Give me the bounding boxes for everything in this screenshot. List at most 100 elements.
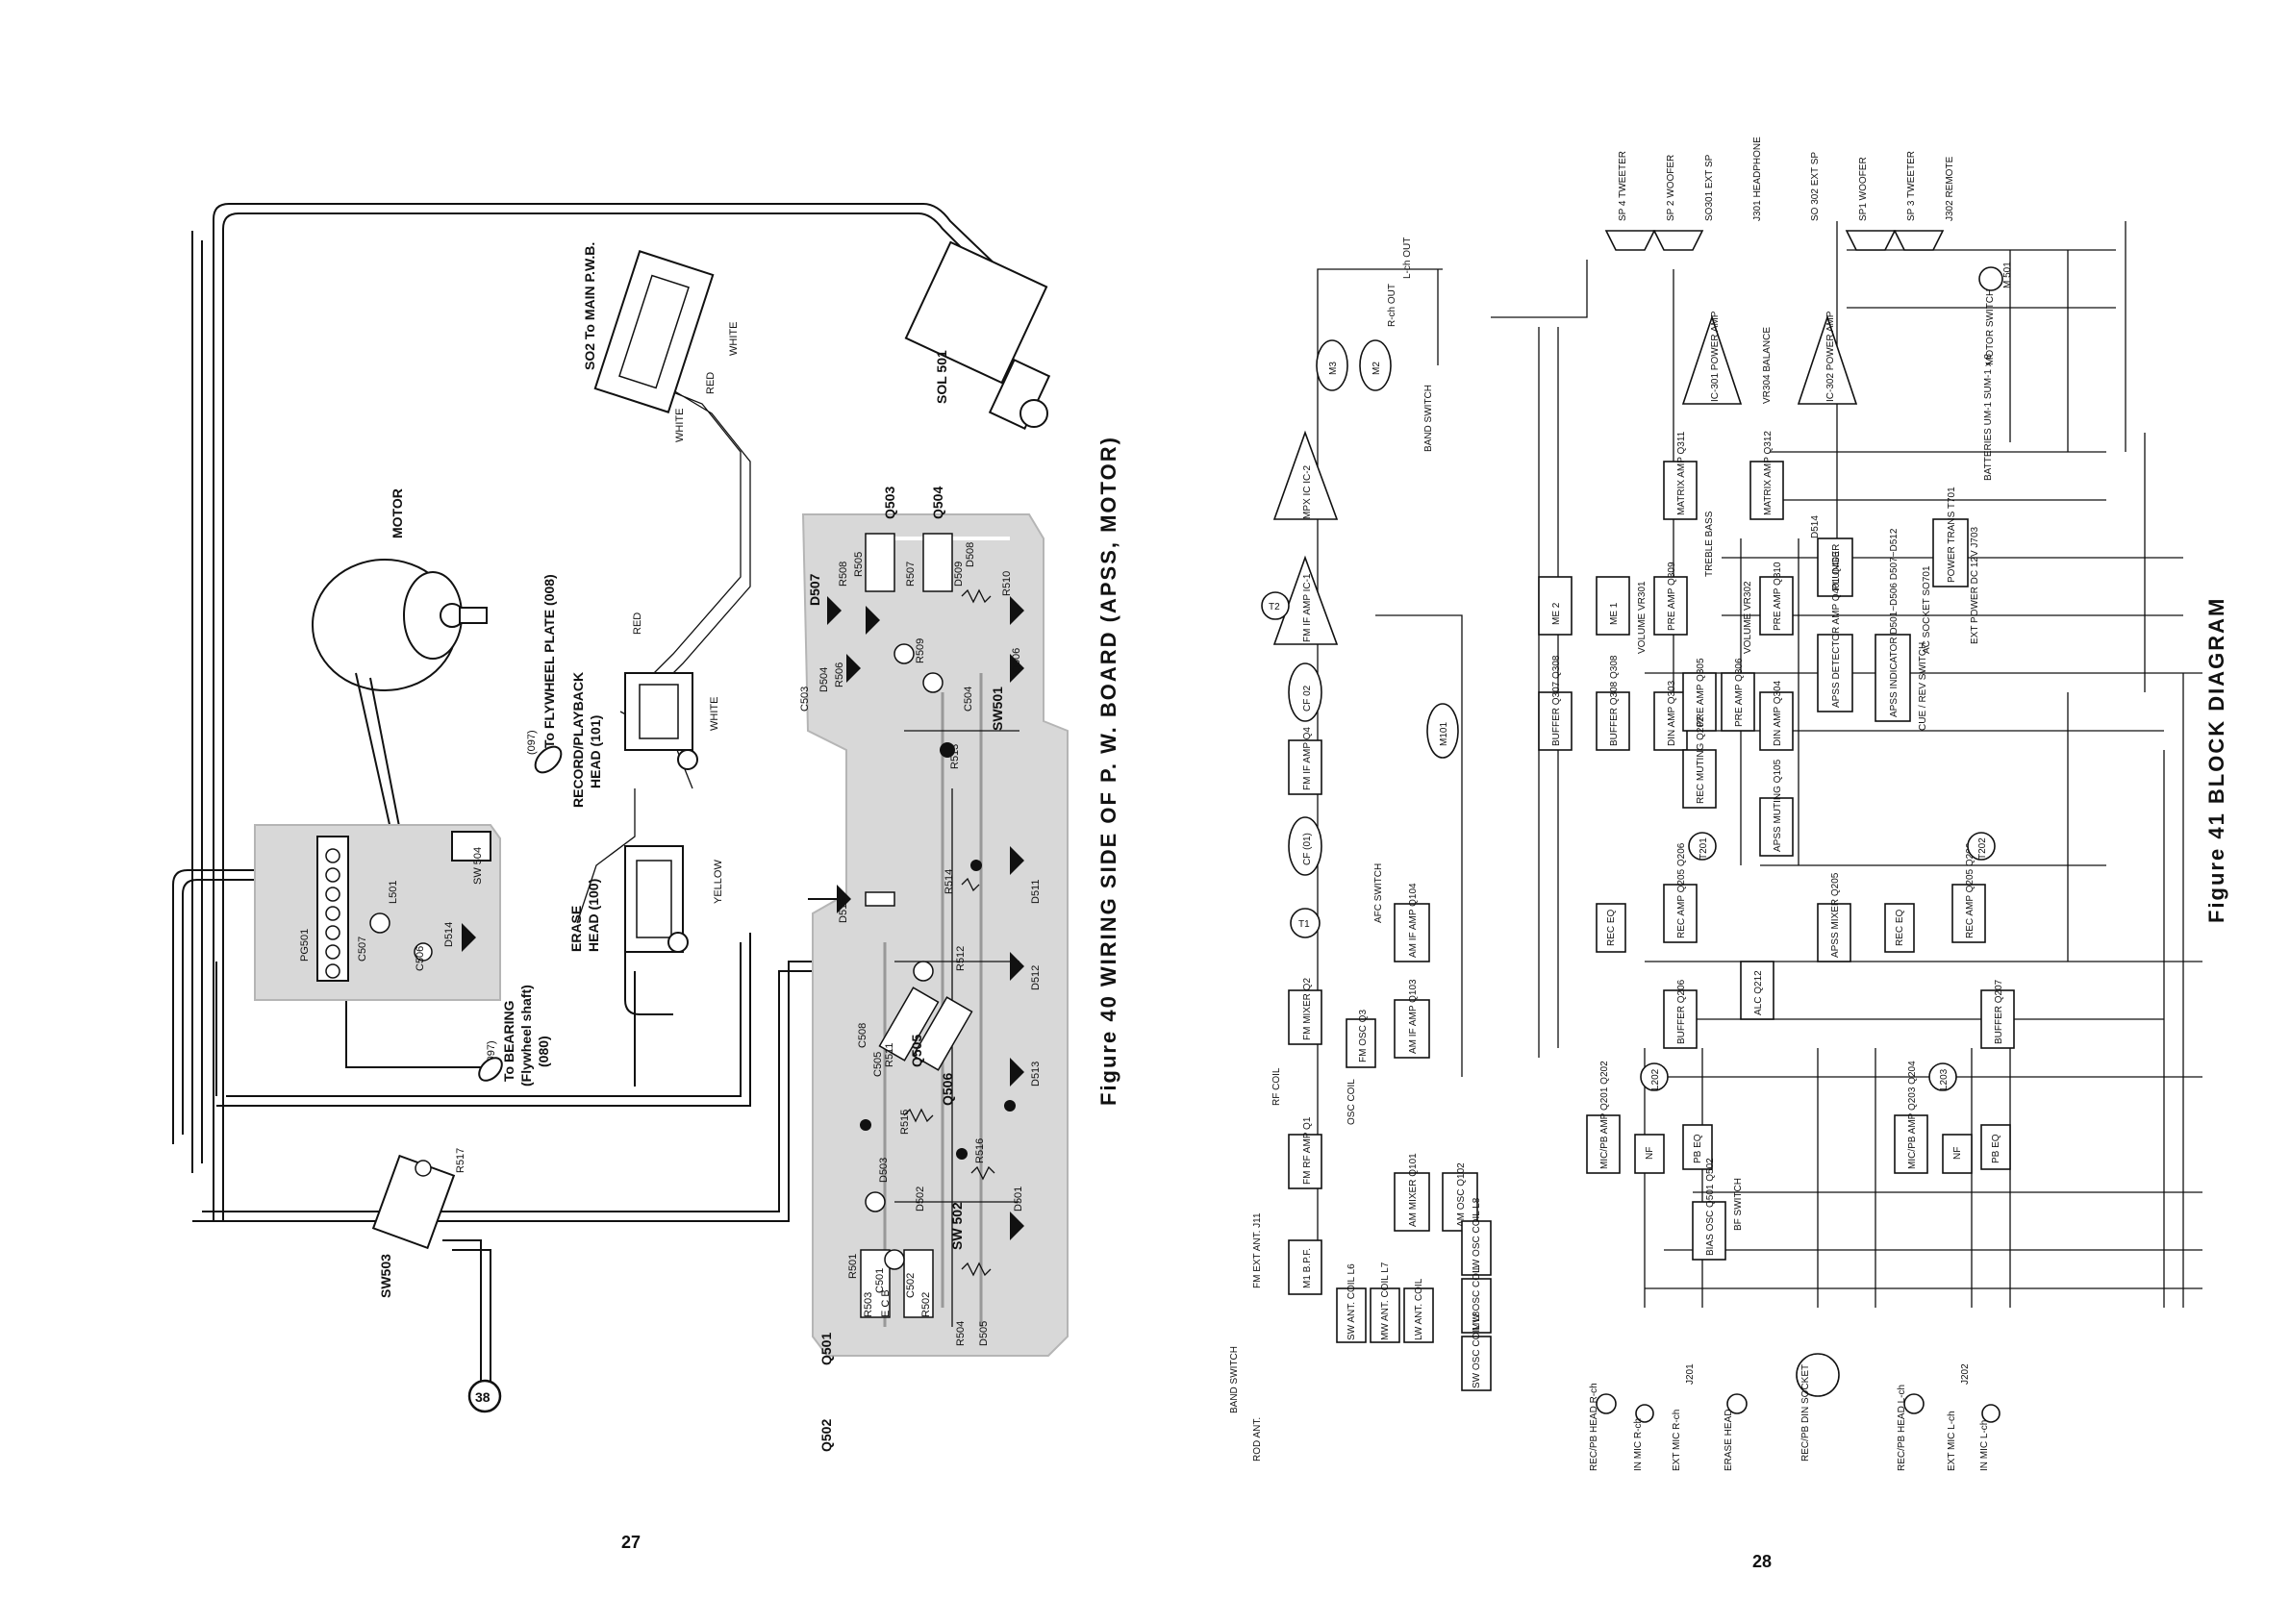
block-rec-eq-l1	[1884, 903, 1915, 953]
r508-label: R508	[838, 562, 849, 587]
block-fm-if-amp-ic1	[1272, 555, 1339, 645]
am-osc-label: AM OSC Q102	[1456, 1162, 1467, 1227]
block-t1	[1290, 908, 1321, 938]
m3-label: M3	[1328, 362, 1339, 375]
right-page: FM RF AMP Q1 FM MIXER Q2 FM OSC Q3 T1 CF…	[1145, 0, 2290, 1619]
so302-ext-sp-label: SO 302 EXT SP	[1810, 152, 1821, 221]
am-if-amp-q104-label: AM IF AMP Q104	[1408, 883, 1419, 958]
block-plunger	[1817, 537, 1853, 597]
wire-yellow-label: YELLOW	[713, 860, 724, 904]
wire-white-label-3: WHITE	[709, 697, 720, 731]
block-m101	[1426, 703, 1459, 759]
block-buffer-1	[1538, 691, 1573, 751]
rec-pb-head-r-label: REC/PB HEAD R-ch	[1589, 1383, 1599, 1471]
motor-label: MOTOR	[390, 488, 405, 538]
volume-r-label: VOLUME VR301	[1637, 581, 1648, 654]
din-amp-q303-label: DIN AMP Q303	[1667, 680, 1677, 746]
block-am-if-amp-q104	[1394, 903, 1430, 962]
apss-main-board	[801, 513, 1069, 1357]
r511-label: R511	[884, 1043, 895, 1067]
d505-label: D505	[978, 1321, 990, 1346]
block-sw-ant-coil	[1336, 1287, 1367, 1343]
d511-label: D511	[1030, 880, 1042, 904]
c508-label: C508	[857, 1023, 868, 1048]
r503-label: R503	[863, 1292, 874, 1317]
r516-label: R516	[974, 1138, 986, 1163]
r502-label: R502	[920, 1292, 932, 1317]
sw-osc-coil-label: LW OSC COIL L8	[1472, 1197, 1482, 1273]
power-amp-ic301-label: IC-301 POWER AMP	[1710, 311, 1721, 402]
j202-label: J202	[1960, 1363, 1971, 1385]
signal-lines	[1317, 221, 2202, 1308]
m1-bpf-label: M1 B.P.F.	[1302, 1248, 1313, 1288]
alc-label: ALC Q212	[1753, 970, 1764, 1015]
me2-label: ME 2	[1551, 602, 1562, 625]
apss-muting-label: APSS MUTING Q105	[1773, 759, 1783, 852]
balance-label: VR304 BALANCE	[1762, 327, 1773, 404]
wire-white-label-1: WHITE	[674, 409, 686, 442]
wire-white-label-2: WHITE	[728, 322, 740, 356]
rec-eq-r1-label: REC EQ	[1606, 909, 1617, 946]
sw502-label: SW 502	[949, 1202, 965, 1250]
sw503-label: SW503	[378, 1254, 393, 1298]
block-power-amp-ic301	[1681, 314, 1743, 405]
batteries-label: BATTERIES UM-1 SUM-1 x 8	[1983, 354, 1994, 481]
d509-label: D509	[953, 562, 965, 587]
block-m2	[1359, 339, 1392, 391]
block-cf01	[1288, 816, 1322, 876]
erase-head-label-1: ERASE	[568, 906, 584, 952]
sol501-label: SOL 501	[934, 350, 949, 404]
bearing-label-2: (Flywheel shaft)	[518, 985, 534, 1087]
q502-label: Q502	[818, 1419, 834, 1452]
r515-label: R515	[899, 1110, 911, 1135]
ext-mic-l-label: EXT MIC L-ch	[1947, 1411, 1957, 1471]
block-matrix-amp-q311	[1663, 461, 1698, 520]
block-fm-mixer	[1288, 989, 1322, 1045]
block-buffer-q206	[1663, 989, 1698, 1049]
speaker-row: SP 4 TWEETER SP 2 WOOFER SO301 EXT SP J3…	[1604, 137, 2013, 291]
sp4-tweeter-label: SP 4 TWEETER	[1618, 151, 1628, 221]
l202-label: L202	[1650, 1068, 1661, 1090]
c504-label: C504	[963, 687, 974, 712]
pre-amp-q309-label: PRE AMP Q309	[1667, 562, 1677, 631]
band-switch-label: BAND SWITCH	[1423, 385, 1434, 452]
block-cf02	[1288, 662, 1322, 722]
block-mpx-ic	[1272, 430, 1339, 520]
block-m3	[1316, 339, 1348, 391]
fm-rf-amp-label: FM RF AMP Q1	[1302, 1116, 1313, 1185]
sw504-label: SW 504	[472, 847, 484, 885]
so2-label: SO2 To MAIN P.W.B.	[582, 242, 597, 370]
fm-ext-ant-label: FM EXT ANT. J11	[1252, 1212, 1263, 1288]
pre-amp-q306-label: PRE AMP Q306	[1734, 658, 1745, 727]
m501-label: M 501	[2002, 262, 2013, 288]
block-diagram: FM RF AMP Q1 FM MIXER Q2 FM OSC Q3 T1 CF…	[1229, 137, 2228, 1471]
block-bias-osc	[1692, 1201, 1726, 1261]
apss-detector-label: APSS DETECTOR AMP Q401 Q403	[1831, 551, 1842, 708]
mic-pb-amp-l-label: MIC/PB AMP Q203 Q204	[1907, 1061, 1918, 1169]
figure-41-caption: Figure 41 BLOCK DIAGRAM	[2204, 597, 2228, 923]
buffer-1-label: BUFFER Q307 Q308	[1551, 655, 1562, 746]
cf01-label: CF (01)	[1302, 833, 1313, 865]
block-pre-amp-q306	[1721, 672, 1755, 732]
left-page: MOTOR SO2 To MAIN P.W.B. WHITE RED WHITE…	[0, 0, 1145, 1619]
r504-label: R504	[955, 1321, 967, 1346]
bearing-label-3: (080)	[536, 1036, 551, 1067]
block-sw-osc-coil	[1461, 1220, 1492, 1276]
block-am-if-amp-q103	[1394, 999, 1430, 1059]
rod-ant-label: ROD ANT.	[1252, 1417, 1263, 1462]
afc-switch-label: AFC SWITCH	[1373, 863, 1384, 923]
nf-l-label: NF	[1952, 1147, 1963, 1160]
m501-motor-icon	[1978, 266, 2003, 291]
erase-head-icon	[1726, 1393, 1748, 1414]
r-ch-out-label: R-ch OUT	[1387, 284, 1397, 327]
r510-label: R510	[1001, 571, 1013, 596]
in-mic-l-icon	[1981, 1404, 2001, 1423]
j301-headphone-label: J301 HEADPHONE	[1752, 137, 1763, 221]
rec-head-label-1: RECORD/PLAYBACK	[570, 672, 586, 808]
block-am-mixer	[1394, 1172, 1430, 1232]
d512-label: D512	[1030, 965, 1042, 990]
am-if-amp-q103-label: AM IF AMP Q103	[1408, 979, 1419, 1054]
block-mic-pb-amp-r	[1586, 1114, 1621, 1174]
q504-label: Q504	[930, 487, 945, 519]
